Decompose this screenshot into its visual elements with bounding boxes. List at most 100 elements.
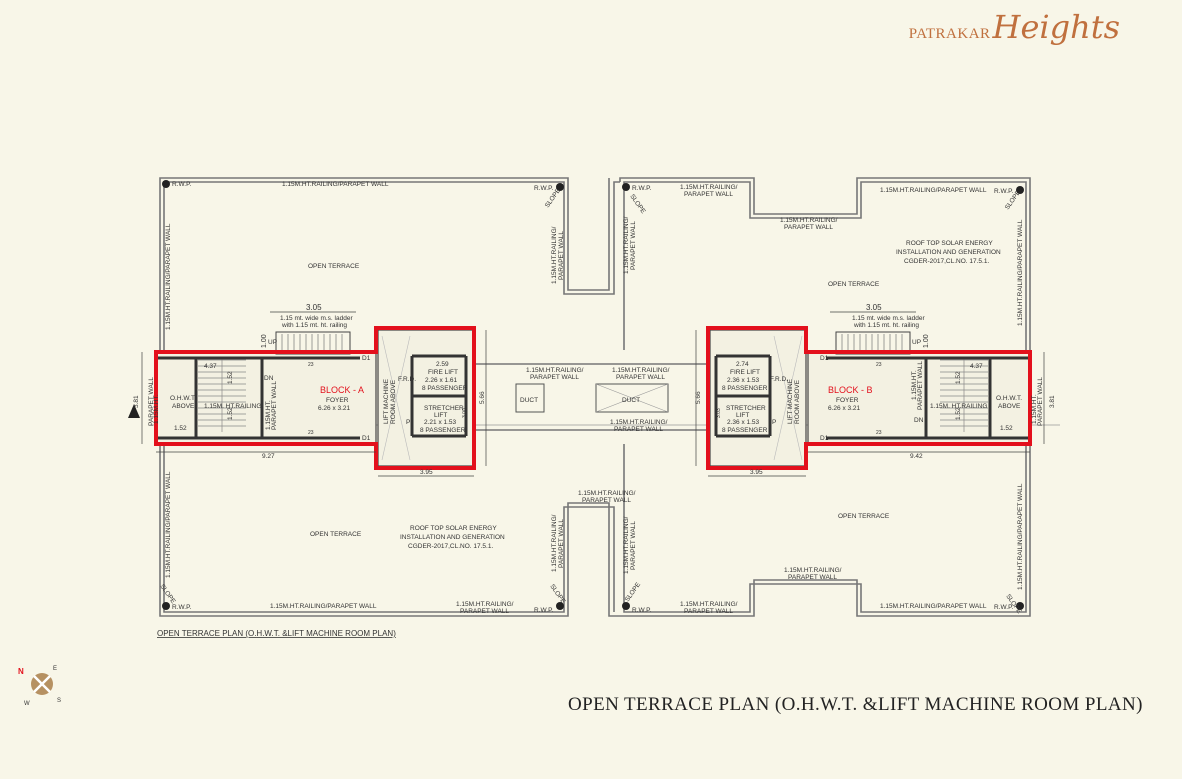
block-a-highlight [154, 326, 476, 470]
block-b-label: BLOCK - B [828, 385, 873, 395]
block-b-highlight [706, 326, 1032, 470]
brand-name: Heights [992, 8, 1120, 46]
rwp-label: R.W.P. [632, 185, 652, 192]
dim-label: 5.66 [695, 391, 702, 404]
railing-label-vertical: 1.15M.HT. [153, 394, 160, 424]
dim-label: 3.03 [716, 408, 722, 418]
door-label: D1 [362, 435, 371, 442]
railing-label-vertical: 1.15M.HT.RAILING/PARAPET WALL [1017, 483, 1024, 590]
fire-lift-capacity: 8 PASSENGER [722, 385, 768, 392]
railing-label: PARAPET WALL [684, 191, 733, 198]
railing-label: PARAPET WALL [788, 574, 837, 581]
block-a-walls [156, 354, 468, 440]
ladder-note: with 1.15 mt. ht. railing [853, 322, 919, 329]
dim-label: 23 [876, 362, 882, 368]
railing-label-vertical: 1.15M.HT.RAILING/ [623, 216, 630, 274]
solar-note: INSTALLATION AND GENERATION [896, 249, 1001, 256]
dim-label: 23 [308, 362, 314, 368]
fire-lift-size: 2.36 x 1.53 [727, 377, 760, 384]
solar-note: ROOF TOP SOLAR ENERGY [410, 525, 497, 532]
compass-icon: N E S W [18, 666, 61, 707]
foyer-label: FOYER [836, 397, 859, 404]
railing-label-vertical: PARAPET WALL [148, 377, 155, 426]
railing-label-vertical: 1.15M.HT. [265, 400, 272, 430]
railing-label-vertical: 1.15M.HT.RAILING/PARAPET WALL [165, 471, 172, 578]
door-label: D1 [820, 435, 829, 442]
lift-label: LIFT [736, 412, 749, 419]
rwp-label: R.W.P. [994, 604, 1014, 611]
block-b-machine-room-cross [773, 335, 803, 461]
dim-label: 5.66 [479, 391, 486, 404]
open-terrace-label: OPEN TERRACE [828, 281, 880, 288]
ohwt-above: ABOVE [998, 403, 1021, 410]
open-terrace-label: OPEN TERRACE [838, 513, 890, 520]
block-a-lift-core [377, 329, 475, 467]
dim-label: 1.52 [227, 407, 234, 420]
lift-machine-label: LIFT MACHINE [383, 378, 390, 424]
compass-n: N [18, 667, 24, 676]
compass-s: S [57, 698, 61, 704]
block-b-lift-core [709, 329, 807, 467]
dim-label: 9.42 [910, 453, 923, 460]
dim-label: 3.81 [1049, 395, 1056, 408]
railing-label-vertical: 1.15M.HT.RAILING/PARAPET WALL [165, 223, 172, 330]
railing-label: 1.15M.HT.RAILING/ [784, 567, 842, 574]
rwp-marker [1016, 186, 1024, 194]
solar-note: CGDER-2017,CL.NO. 17.5.1. [408, 543, 493, 550]
block-a [154, 326, 476, 470]
ohwt-above: ABOVE [172, 403, 195, 410]
fire-lift-capacity: 8 PASSENGER [422, 385, 468, 392]
railing-label-vertical: PARAPET WALL [558, 231, 565, 280]
railing-label-vertical: PARAPET WALL [917, 361, 924, 410]
railing-label-vertical: PARAPET WALL [271, 381, 278, 430]
rwp-marker [1016, 602, 1024, 610]
dim-label: 3.05 [306, 303, 322, 312]
solar-note: INSTALLATION AND GENERATION [400, 534, 505, 541]
dim-label: 4.37 [970, 363, 983, 370]
stretcher-capacity: 8 PASSENGER [722, 427, 768, 434]
up-label: UP [912, 339, 921, 346]
block-b-ladder-treads [841, 334, 903, 352]
railing-label: PARAPET WALL [582, 497, 631, 504]
open-terrace-label: OPEN TERRACE [310, 531, 362, 538]
section-marker-icon [128, 404, 140, 418]
dim-label: 3.81 [133, 395, 140, 408]
railing-label-vertical: 1.15M.HT. [1031, 394, 1038, 424]
block-b-walls [714, 354, 1030, 440]
railing-label: PARAPET WALL [784, 224, 833, 231]
dim-label: 1.52 [1000, 425, 1013, 432]
railing-label: PARAPET WALL [460, 608, 509, 615]
dim-label: 1.52 [955, 371, 962, 384]
solar-note: CGDER-2017,CL.NO. 17.5.1. [904, 258, 989, 265]
railing-label: 1.15M.HT.RAILING/PARAPET WALL [880, 603, 987, 610]
rwp-label: R.W.P. [172, 181, 192, 188]
slope-label: SLOPE [628, 193, 647, 215]
railing-label-vertical: PARAPET WALL [558, 519, 565, 568]
railing-label-vertical: 1.15M.HT.RAILING/ [551, 514, 558, 572]
dim-label: 1.52 [955, 407, 962, 420]
railing-label-vertical: 1.15M.HT.RAILING/ [623, 516, 630, 574]
ladder-note: 1.15 mt. wide m.s. ladder [280, 315, 353, 322]
railing-label: 1.15M.HT.RAILING/ [680, 184, 738, 191]
railing-label-vertical: PARAPET WALL [630, 521, 637, 570]
block-b-stair-treads [940, 358, 988, 432]
rwp-marker [162, 602, 170, 610]
dim-label: 1.52 [227, 371, 234, 384]
rwp-label: R.W.P. [534, 607, 554, 614]
rwp-marker [162, 180, 170, 188]
frd-label: F.R.D. [770, 376, 788, 383]
fire-lift-size: 2.26 x 1.61 [425, 377, 458, 384]
duct-label: DUCT [520, 397, 538, 404]
fire-lift-label: FIRE LIFT [428, 369, 458, 376]
dn-label: DN [264, 375, 274, 382]
railing-label-vertical: 1.15M.HT.RAILING/ [551, 226, 558, 284]
railing-label: 1.15M.HT.RAILING/ [456, 601, 514, 608]
plan-title: OPEN TERRACE PLAN (O.H.W.T. &LIFT MACHIN… [157, 629, 396, 638]
duct-left [515, 383, 545, 413]
inner-railing-label: 1.15M. HT.RAILING [204, 403, 261, 410]
lift-machine-label: LIFT MACHINE [787, 378, 794, 424]
p-label: P [772, 419, 776, 426]
rwp-label: R.W.P. [172, 604, 192, 611]
dim-label: 23 [876, 430, 882, 436]
railing-label: 1.15M.HT.RAILING/ [526, 367, 584, 374]
